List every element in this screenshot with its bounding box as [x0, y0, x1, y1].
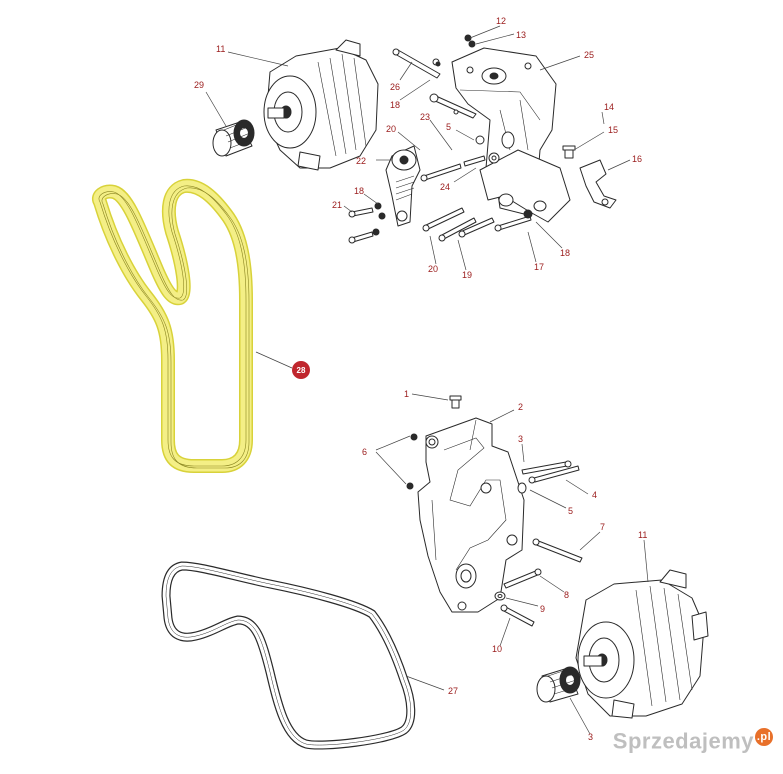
- bolts-top-cluster[interactable]: [348, 34, 576, 244]
- callout-15: 15: [608, 125, 618, 135]
- callout-18-c: 18: [560, 248, 570, 258]
- callout-14: 14: [604, 102, 614, 112]
- callout-25: 25: [584, 50, 594, 60]
- callout-17: 17: [534, 262, 544, 272]
- bracket-lower-arm[interactable]: [479, 149, 571, 223]
- callout-20-bottom: 20: [428, 264, 438, 274]
- bracket-16[interactable]: [579, 159, 617, 209]
- watermark-suffix: .pl: [755, 727, 773, 746]
- callout-20-top: 20: [386, 124, 396, 134]
- pulley-29[interactable]: [212, 119, 255, 157]
- bracket-2[interactable]: [417, 417, 525, 613]
- callout-11-bottom: 11: [638, 530, 647, 540]
- callout-24: 24: [440, 182, 450, 192]
- callout-9: 9: [540, 604, 545, 614]
- callout-13: 13: [516, 30, 526, 40]
- callout-16: 16: [632, 154, 642, 164]
- callout-28-badge[interactable]: 28: [292, 361, 310, 379]
- callout-5-top: 5: [446, 122, 451, 132]
- callout-4: 4: [592, 490, 597, 500]
- callout-23: 23: [420, 112, 430, 122]
- callout-8: 8: [564, 590, 569, 600]
- callout-28: 28: [297, 366, 306, 375]
- callout-18-a: 18: [390, 100, 400, 110]
- belt-27[interactable]: [161, 561, 416, 750]
- callout-11-top: 11: [216, 44, 225, 54]
- callout-19: 19: [462, 270, 472, 280]
- callout-numbers: 11 29 12 13 25 26 18 14 15 16 20 23 5 22…: [194, 16, 647, 742]
- callout-6: 6: [362, 447, 367, 457]
- callout-22: 22: [356, 156, 366, 166]
- callout-5-bottom: 5: [568, 506, 573, 516]
- callout-2: 2: [518, 402, 523, 412]
- bolts-bottom-cluster[interactable]: [406, 395, 583, 627]
- pulley-3[interactable]: [536, 666, 581, 703]
- alternator-top[interactable]: [263, 39, 379, 171]
- callout-27: 27: [448, 686, 458, 696]
- alternator-bottom[interactable]: [575, 569, 709, 719]
- badge-circle: [292, 361, 310, 379]
- callout-3-bottom: 3: [588, 732, 593, 742]
- callout-29: 29: [194, 80, 204, 90]
- callout-21: 21: [332, 200, 342, 210]
- callout-12: 12: [496, 16, 506, 26]
- callout-18-b: 18: [354, 186, 364, 196]
- callout-3-top: 3: [518, 434, 523, 444]
- leader-lines: [205, 25, 649, 735]
- tensioner-22[interactable]: [385, 145, 421, 227]
- belt-28-highlighted[interactable]: [92, 178, 253, 473]
- watermark-logo: Sprzedajemy.pl: [612, 727, 773, 754]
- callout-10: 10: [492, 644, 502, 654]
- watermark-text: Sprzedajemy: [612, 728, 754, 753]
- callout-7: 7: [600, 522, 605, 532]
- callout-1: 1: [404, 389, 409, 399]
- callout-26: 26: [390, 82, 400, 92]
